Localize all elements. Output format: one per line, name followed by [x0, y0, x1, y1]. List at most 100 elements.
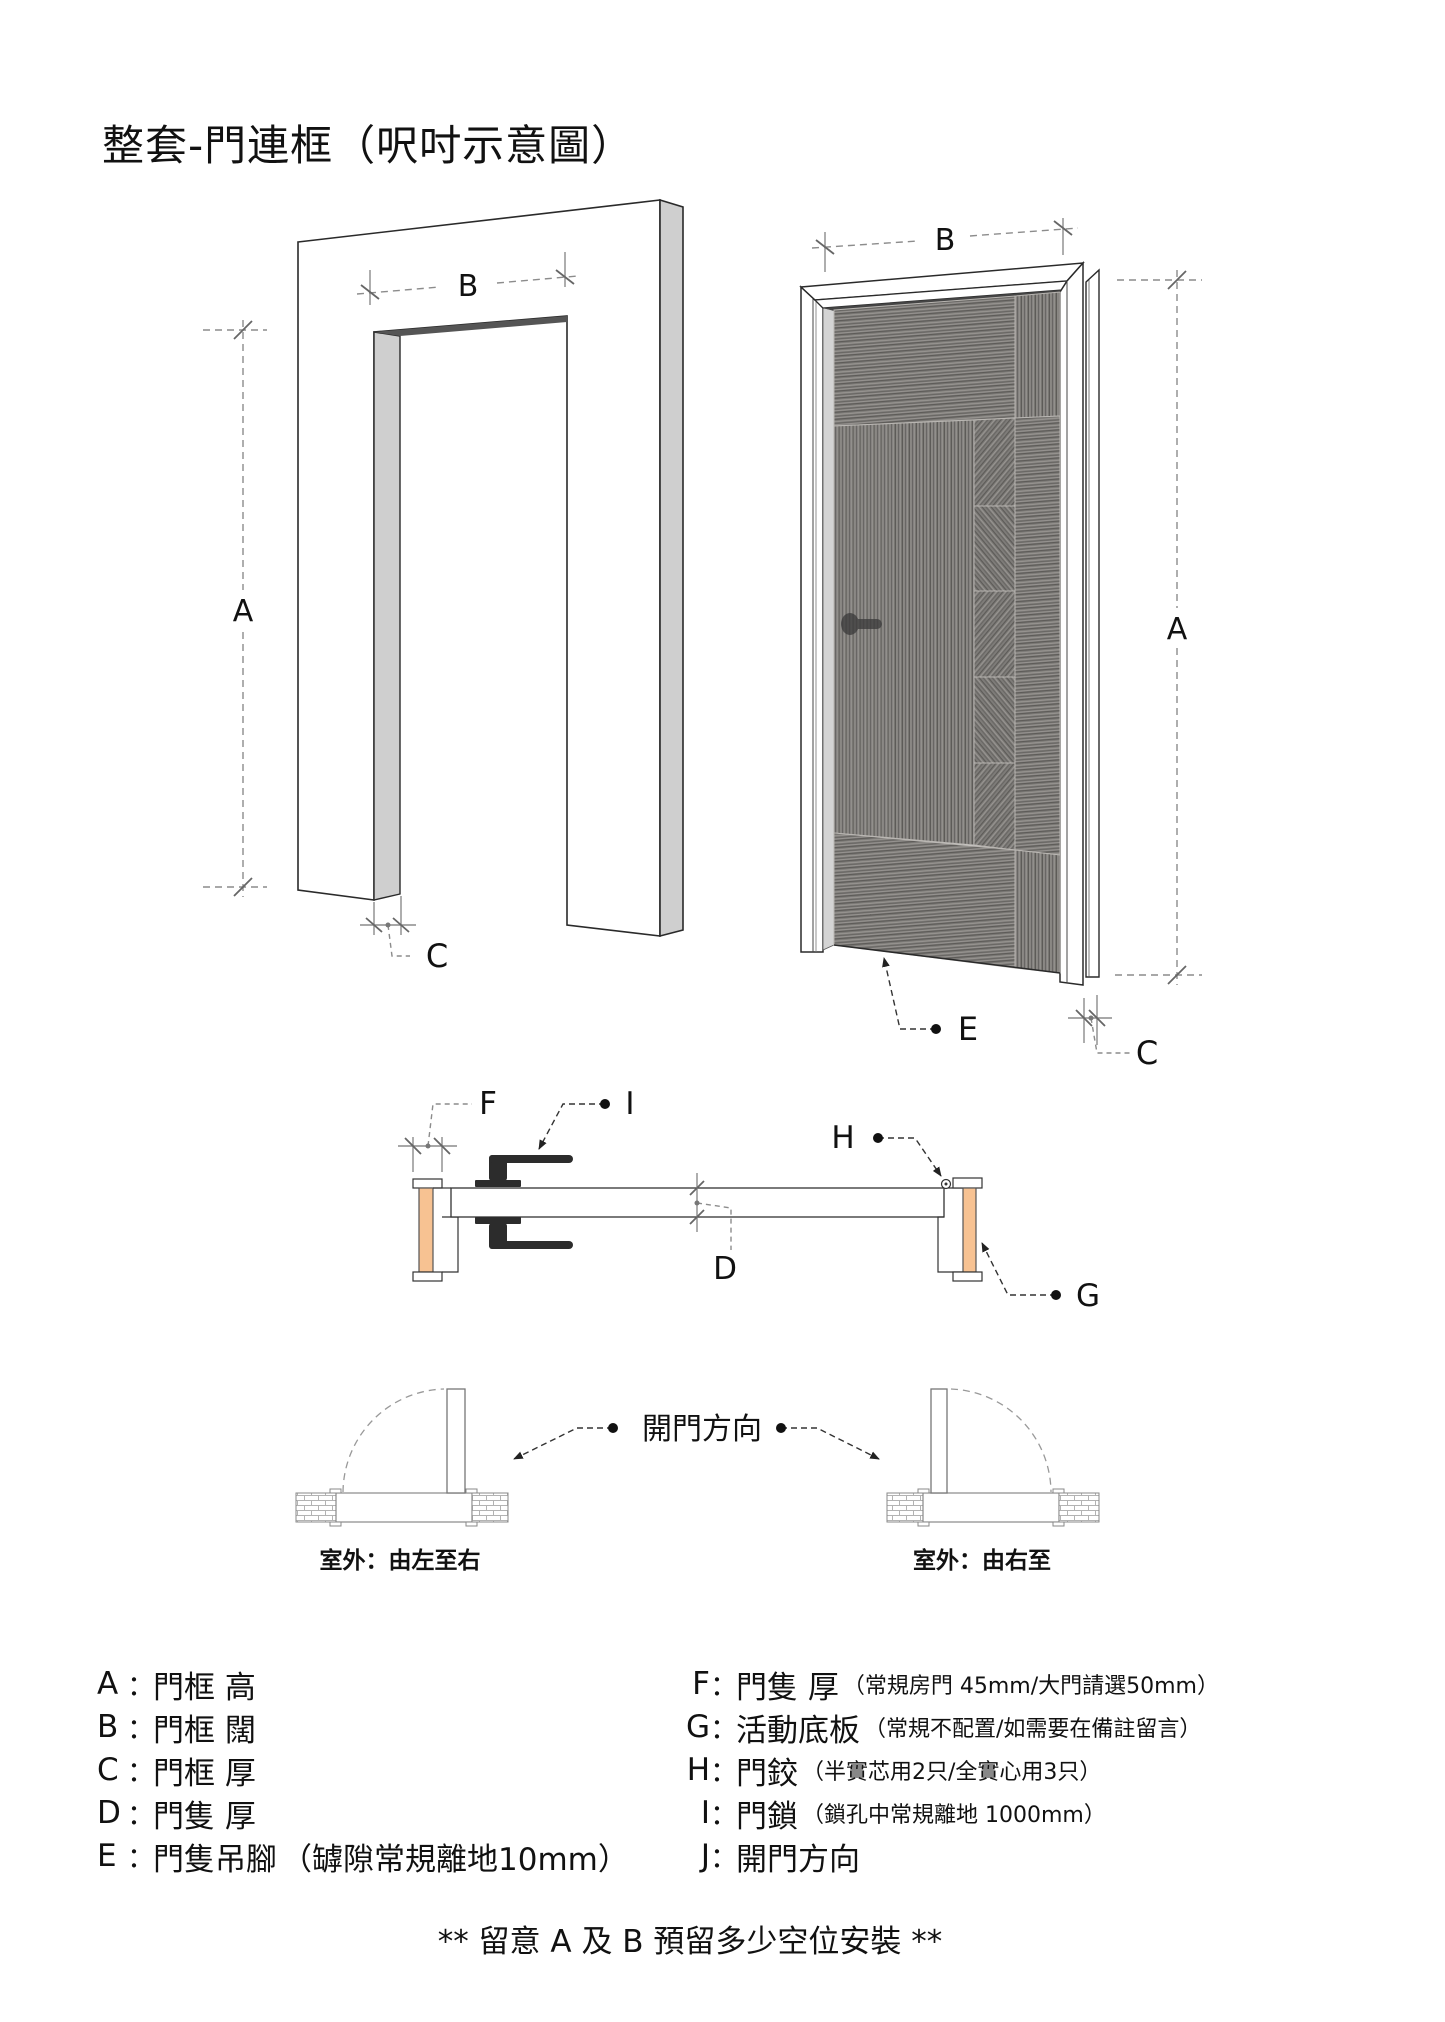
legend-key: F: [692, 1666, 710, 1702]
legend-text: 門框 厚: [153, 1755, 256, 1792]
leader-e: [882, 957, 941, 1034]
lever-handle-icon: [841, 613, 882, 635]
right-casing: [1059, 261, 1084, 986]
left-jamb-core: [418, 1187, 434, 1273]
door-frame-plan: [335, 1492, 473, 1523]
panel-diagonal-5: [973, 762, 1016, 851]
legend-key: A: [97, 1666, 119, 1702]
left-jamb-cap-bottom: [412, 1271, 443, 1282]
legend-text: 門隻 厚: [736, 1669, 839, 1706]
swing-direction-leaders: [513, 1423, 880, 1460]
dimension-b-frame: [356, 252, 579, 305]
page-title: 整套-門連框（呎吋示意圖）: [102, 121, 635, 171]
legend-separator: ：: [127, 1669, 156, 1702]
brick-wall-right: [1058, 1492, 1100, 1523]
right-jamb-cap-bottom: [952, 1271, 983, 1282]
door-with-frame-illustration: [799, 261, 1100, 986]
legend-item-g: G ： 活動底板 （常規不配置/如需要在備註留言）: [668, 1707, 1202, 1749]
panel-right-column: [1014, 415, 1061, 856]
leader-h: [873, 1133, 942, 1177]
hinge-icon: [940, 1178, 952, 1190]
label-e-door: E: [958, 1010, 978, 1048]
panel-diagonal-1: [973, 417, 1016, 507]
legend-key: D: [97, 1795, 121, 1831]
lever-handle-section-icon: [475, 1155, 573, 1249]
label-i: I: [625, 1086, 634, 1122]
legend-text: 開門方向: [736, 1841, 860, 1878]
door-frame-plan: [922, 1492, 1060, 1523]
legend-text: 門框 高: [153, 1669, 256, 1706]
right-jamb-core: [962, 1187, 977, 1273]
label-c-door: C: [1136, 1034, 1158, 1072]
installation-note: ** 留意 A 及 B 預留多少空位安裝 **: [437, 1924, 943, 1960]
left-reveal: [822, 307, 835, 951]
dimension-c-door: [1068, 995, 1130, 1054]
label-g: G: [1076, 1278, 1100, 1314]
left-jamb-cap-top: [412, 1178, 443, 1189]
frame-inner-jamb-face: [373, 331, 401, 901]
right-jamb-cap-top: [952, 1177, 983, 1189]
dimension-a-door: [1115, 270, 1202, 985]
swing-arc: [342, 1388, 445, 1493]
label-d: D: [713, 1251, 737, 1287]
legend-separator: ：: [127, 1798, 156, 1831]
frame-side-face: [659, 198, 684, 938]
dimension-a-frame: [203, 320, 267, 897]
legend-separator: ：: [127, 1712, 156, 1745]
swing-diagram-right: [886, 1388, 1100, 1527]
legend-key: H: [686, 1752, 710, 1788]
label-f: F: [479, 1086, 497, 1122]
open-door-leaf: [930, 1388, 948, 1494]
legend-item-c: C ： 門框 厚: [97, 1750, 256, 1792]
panel-top-right: [1014, 291, 1061, 419]
label-a-frame: A: [233, 594, 254, 629]
swing-caption-right: 室外：由右至: [913, 1547, 1051, 1574]
dimension-b-door: [811, 218, 1079, 272]
door-frame-illustration: [297, 198, 684, 938]
legend-separator: ：: [710, 1669, 739, 1702]
legend-text: 門隻 厚: [153, 1798, 256, 1835]
legend-text: 門隻吊腳: [153, 1841, 277, 1878]
label-b-frame: B: [458, 269, 479, 304]
legend-key: B: [97, 1709, 119, 1745]
legend-note: （罅隙常規離地10mm）: [281, 1841, 629, 1878]
swing-direction-label: 開門方向: [642, 1412, 762, 1447]
legend-item-h: H ： 門鉸 （半實芯用2只/全實心用3只）: [668, 1750, 1102, 1792]
panel-top: [833, 295, 1016, 427]
leader-g: [981, 1242, 1061, 1300]
legend-key: G: [685, 1709, 710, 1745]
legend-text: 門鎖: [736, 1798, 798, 1835]
legend-separator: ：: [710, 1712, 739, 1745]
legend-separator: ：: [127, 1841, 156, 1874]
legend-item-i: I ： 門鎖 （鎖孔中常規離地 1000mm）: [668, 1793, 1106, 1835]
dimension-d: [689, 1173, 732, 1250]
panel-diagonal-3: [973, 590, 1016, 678]
legend-separator: ：: [710, 1755, 739, 1788]
brick-wall-left: [886, 1492, 924, 1523]
swing-arc: [950, 1388, 1052, 1493]
legend-text: 活動底板: [736, 1712, 860, 1749]
legend-item-e: E ： 門隻吊腳 （罅隙常規離地10mm）: [97, 1836, 629, 1878]
panel-diagonal-2: [973, 505, 1016, 592]
legend-separator: ：: [127, 1755, 156, 1788]
legend-note: （半實芯用2只/全實心用3只）: [802, 1760, 1102, 1785]
legend-key: E: [97, 1838, 117, 1874]
legend-item-d: D ： 門隻 厚: [97, 1793, 256, 1835]
brick-wall-right: [471, 1492, 509, 1523]
legend-note: （鎖孔中常規離地 1000mm）: [802, 1803, 1106, 1828]
legend-item-f: F ： 門隻 厚 （常規房門 45mm/大門請選50mm）: [668, 1664, 1219, 1706]
frame-head-shadow: [374, 316, 567, 336]
label-c-frame: C: [426, 937, 448, 975]
legend-note: （常規不配置/如需要在備註留言）: [864, 1717, 1202, 1742]
legend-key: I: [700, 1795, 710, 1831]
leader-i: [538, 1099, 610, 1150]
dimension-c-frame: [360, 896, 416, 957]
open-door-leaf: [446, 1388, 466, 1494]
legend-key: C: [97, 1752, 119, 1788]
left-casing: [800, 285, 824, 953]
legend-separator: ：: [710, 1798, 739, 1831]
swing-diagram-left: [295, 1388, 509, 1527]
dimension-f: [398, 1103, 472, 1172]
legend-item-b: B ： 門框 闊: [97, 1707, 256, 1749]
